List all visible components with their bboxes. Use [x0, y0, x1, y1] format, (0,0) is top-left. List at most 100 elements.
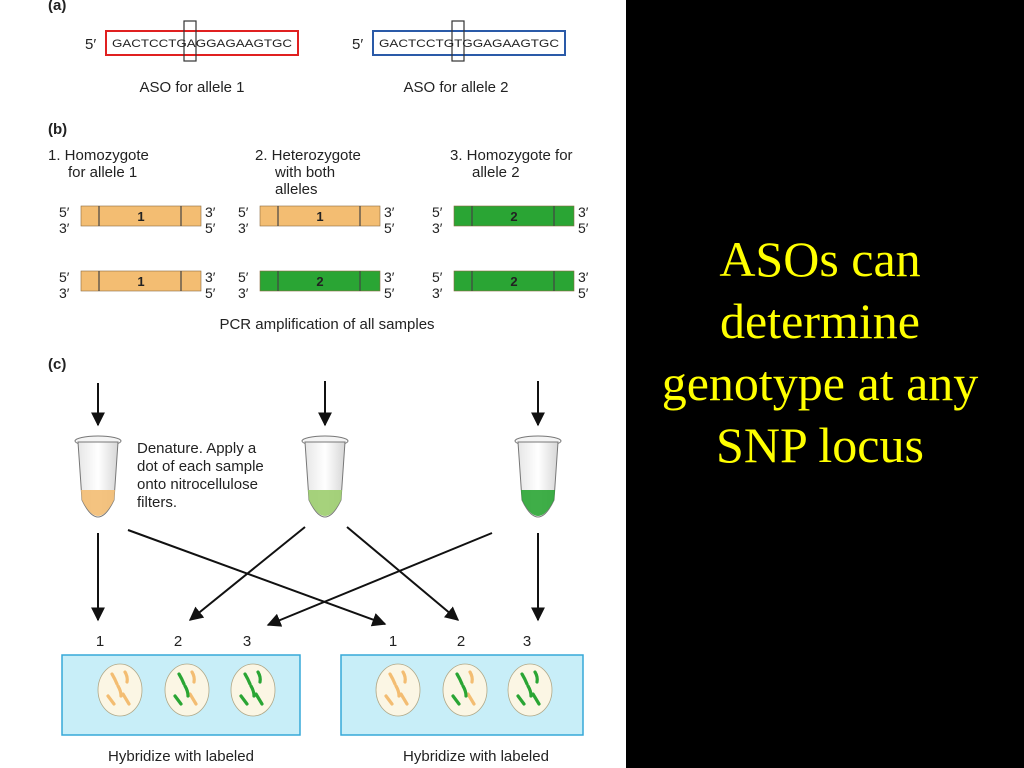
dna-duplex-bar [259, 205, 381, 227]
aso2-snp-marker [451, 20, 465, 62]
dna-duplex-bar [80, 270, 202, 292]
dna-fragment [533, 670, 539, 684]
prime5-label: 5′ [59, 269, 70, 285]
pcr-caption: PCR amplification of all samples [219, 316, 434, 333]
dna-fragment [239, 694, 249, 706]
prime3-label: 3′ [578, 204, 589, 220]
denature-line2: dot of each sample [137, 458, 264, 475]
dna-fragment [116, 684, 123, 698]
aso1-sequence: GACTCCTGAGGAGAAGTGC [112, 38, 292, 50]
dna-fragment [520, 672, 529, 686]
filter1-dot3-number: 3 [243, 633, 251, 650]
filter2-dot2-number: 2 [457, 633, 465, 650]
allele-number: 2 [316, 274, 323, 289]
col1-title-line2: for allele 1 [68, 164, 137, 181]
dna-duplex-bar [259, 270, 381, 292]
arrow-s3-to-filter1-dot3 [266, 532, 493, 627]
prime3-label: 3′ [384, 269, 395, 285]
col3-title-line2: allele 2 [472, 164, 520, 181]
prime5-label: 5′ [432, 269, 443, 285]
prime5-label: 5′ [59, 204, 70, 220]
sample-tube-2 [301, 435, 349, 518]
prime5-label: 5′ [578, 220, 589, 236]
filter1-dot-1 [97, 663, 143, 717]
genotyping-diagram: (a) 5′ GACTCCTGAGGAGAAGTGC ASO for allel… [48, 0, 589, 765]
aso1-caption: ASO for allele 1 [139, 79, 244, 96]
filter2-dot-1 [375, 663, 421, 717]
allele-number: 2 [510, 274, 517, 289]
aso2-sequence: GACTCCTGTGGAGAAGTGC [379, 38, 559, 50]
dna-fragment [243, 672, 252, 686]
dna-fragment [394, 684, 401, 698]
sample-tube-1 [74, 435, 122, 518]
denature-line1: Denature. Apply a [137, 440, 257, 457]
filter1-dot1-number: 1 [96, 633, 104, 650]
dna-fragment [516, 694, 526, 706]
aso2-caption: ASO for allele 2 [403, 79, 508, 96]
prime3-label: 3′ [238, 220, 249, 236]
filter2-dot-2 [442, 663, 488, 717]
denature-line3: onto nitrocellulose [137, 476, 258, 493]
dna-fragment [173, 694, 183, 706]
prime3-label: 3′ [238, 285, 249, 301]
prime3-label: 3′ [205, 269, 216, 285]
aso2-prime5: 5′ [352, 36, 363, 53]
dna-fragment [256, 670, 262, 684]
col3-title-line1: 3. Homozygote for [450, 147, 573, 164]
dna-duplex-bar [453, 270, 575, 292]
filter2-dot1-number: 1 [389, 633, 397, 650]
aso1-snp-marker [183, 20, 197, 62]
filter2-hybridize-caption: Hybridize with labeled [403, 748, 549, 765]
dna-fragment [188, 692, 198, 706]
panel-c-label: (c) [48, 356, 66, 373]
dna-fragment [461, 684, 468, 698]
allele-number: 1 [316, 209, 323, 224]
col1-title-line1: 1. Homozygote [48, 147, 149, 164]
prime5-label: 5′ [205, 220, 216, 236]
aso2-box [372, 30, 566, 56]
dna-fragment [399, 692, 409, 706]
aso1-box [105, 30, 299, 56]
prime5-label: 5′ [432, 204, 443, 220]
filter1-hybridize-caption: Hybridize with labeled [108, 748, 254, 765]
arrow-s1-to-filter2-dot1 [127, 529, 387, 627]
prime3-label: 3′ [384, 204, 395, 220]
dna-fragment [249, 684, 256, 698]
dna-fragment [110, 672, 119, 686]
aso1-prime5: 5′ [85, 36, 96, 53]
dna-fragment [455, 672, 464, 686]
dna-fragment [526, 684, 533, 698]
prime5-label: 5′ [578, 285, 589, 301]
prime5-label: 5′ [238, 204, 249, 220]
prime3-label: 3′ [59, 220, 70, 236]
denature-line4: filters. [137, 494, 177, 511]
filter2-dot3-number: 3 [523, 633, 531, 650]
dna-fragment [468, 670, 474, 684]
dna-fragment [106, 694, 116, 706]
prime5-label: 5′ [384, 220, 395, 236]
filter1-dot2-number: 2 [174, 633, 182, 650]
panel-b-label: (b) [48, 121, 67, 138]
prime5-label: 5′ [238, 269, 249, 285]
tube-liquid [308, 490, 342, 516]
allele-number: 1 [137, 209, 144, 224]
arrow-s2-to-filter2-dot2 [346, 526, 460, 621]
dna-fragment [177, 672, 186, 686]
dna-duplex-bar [80, 205, 202, 227]
filter1-dot-2 [164, 663, 210, 717]
filter1-dot-3 [230, 663, 276, 717]
allele-number: 1 [137, 274, 144, 289]
prime5-label: 5′ [205, 285, 216, 301]
dna-fragment [254, 692, 264, 706]
dna-fragment [531, 692, 541, 706]
prime3-label: 3′ [205, 204, 216, 220]
panel-a-label: (a) [48, 0, 66, 14]
tube-liquid [521, 490, 555, 516]
